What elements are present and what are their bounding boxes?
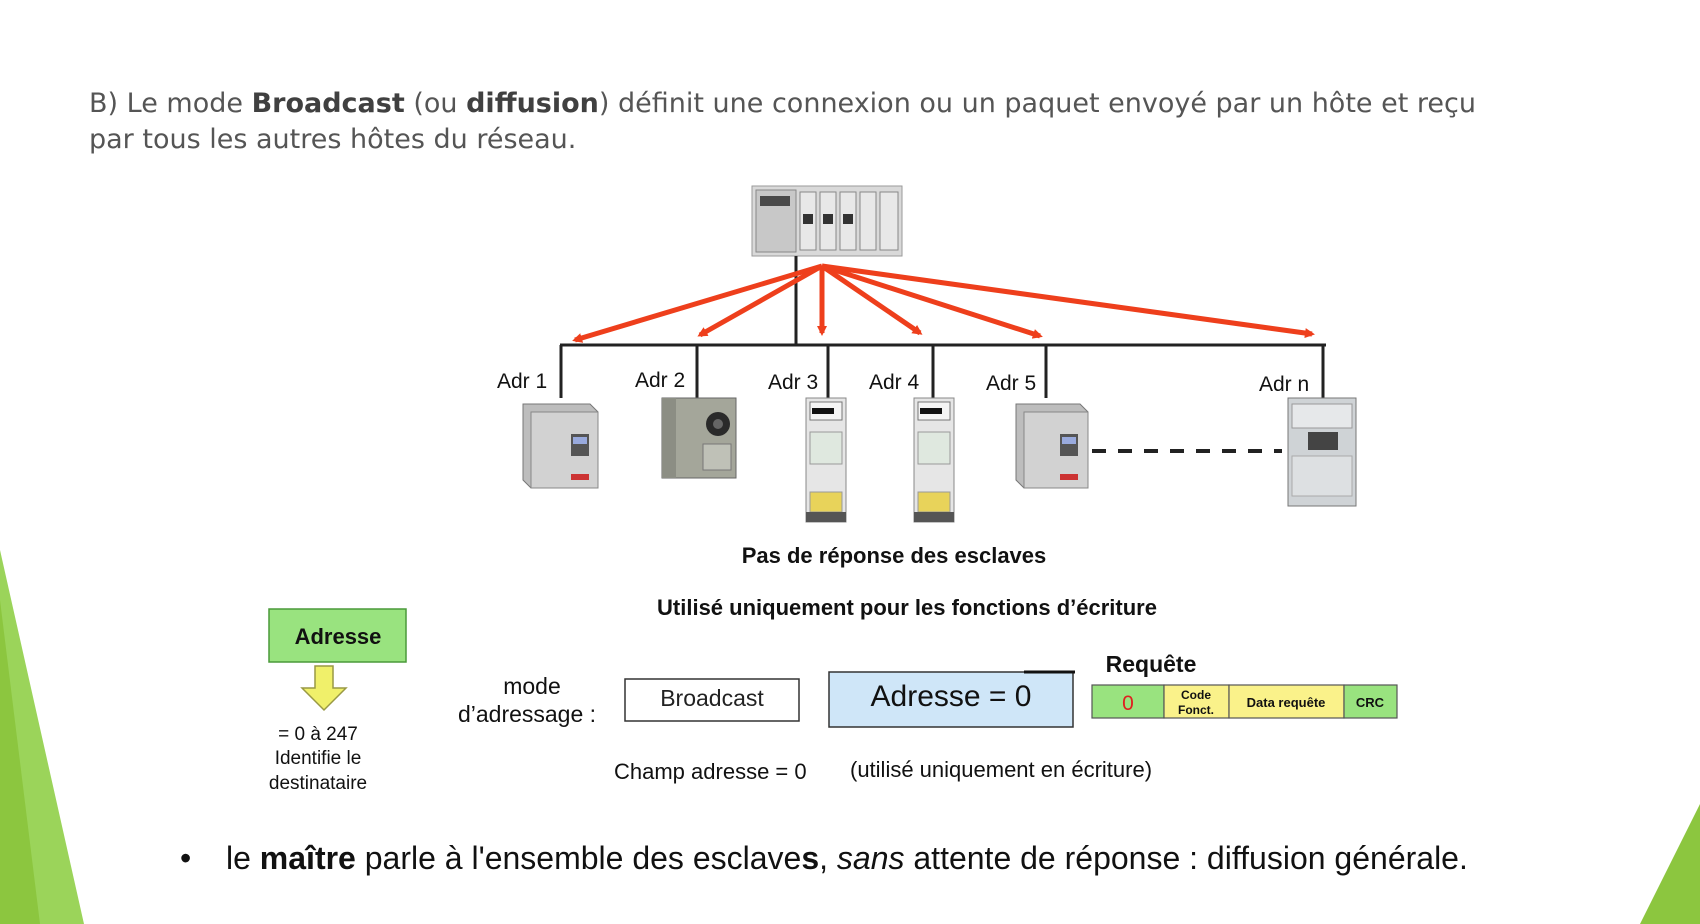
slave-label-n: Adr n — [1259, 373, 1309, 396]
mode-label-line1: mode — [503, 673, 561, 699]
network-bus — [559, 256, 1326, 398]
request-title: Requête — [1106, 651, 1197, 677]
drive-small-icon-2 — [1015, 403, 1089, 489]
bullet-dot: • — [180, 840, 192, 876]
motor-starter-icon-2 — [913, 397, 955, 523]
slave-label-3: Adr 3 — [768, 371, 818, 394]
drive-large-icon — [1287, 397, 1357, 507]
slave-label-2: Adr 2 — [635, 369, 685, 392]
broadcast-diagram: Adr 1 Adr 2 Adr 3 Adr 4 Adr 5 Adr n — [268, 185, 1398, 794]
frame-address: 0 — [1122, 692, 1134, 715]
broadcast-arrows — [572, 263, 1315, 343]
slave-label-5: Adr 5 — [986, 372, 1036, 395]
left-green-corner — [0, 550, 84, 924]
address-box — [268, 608, 407, 663]
plc-master-icon — [751, 185, 903, 257]
field-note: Champ adresse = 0 — [614, 759, 807, 784]
request-frame — [1091, 684, 1398, 719]
drive-small-icon — [522, 403, 599, 489]
field-note-detail: (utilisé uniquement en écriture) — [850, 757, 1152, 782]
address-box-label: Adresse — [295, 624, 382, 649]
write-only-caption: Utilisé uniquement pour les fonctions d’… — [657, 595, 1157, 620]
mode-label-line2: d’adressage : — [458, 701, 596, 727]
address-desc-line1: Identifie le — [275, 748, 362, 769]
slave-label-4: Adr 4 — [869, 371, 920, 394]
heading-bold-broadcast: Broadcast — [251, 88, 405, 119]
down-arrow-icon — [300, 665, 348, 712]
drive-round-icon — [661, 397, 737, 479]
slide-heading: B) Le mode Broadcast (ou diffusion) défi… — [89, 88, 1476, 155]
right-green-corner — [1640, 804, 1700, 924]
address-value: Adresse = 0 — [871, 680, 1032, 713]
frame-function-line2: Fonct. — [1178, 703, 1214, 717]
address-range: = 0 à 247 — [278, 724, 358, 745]
no-response-caption: Pas de réponse des esclaves — [742, 543, 1047, 568]
motor-starter-icon-1 — [805, 397, 847, 523]
frame-function-line1: Code — [1181, 688, 1211, 702]
heading-bold-diffusion: diffusion — [466, 88, 599, 119]
mode-value-box — [624, 678, 800, 722]
mode-value: Broadcast — [660, 685, 764, 711]
address-value-box — [828, 671, 1074, 728]
address-desc-line2: destinataire — [269, 773, 367, 794]
slave-label-1: Adr 1 — [497, 370, 547, 393]
frame-data: Data requête — [1247, 695, 1326, 710]
bullet-text: le maître parle à l'ensemble des esclave… — [226, 840, 1468, 876]
frame-crc: CRC — [1356, 695, 1385, 710]
